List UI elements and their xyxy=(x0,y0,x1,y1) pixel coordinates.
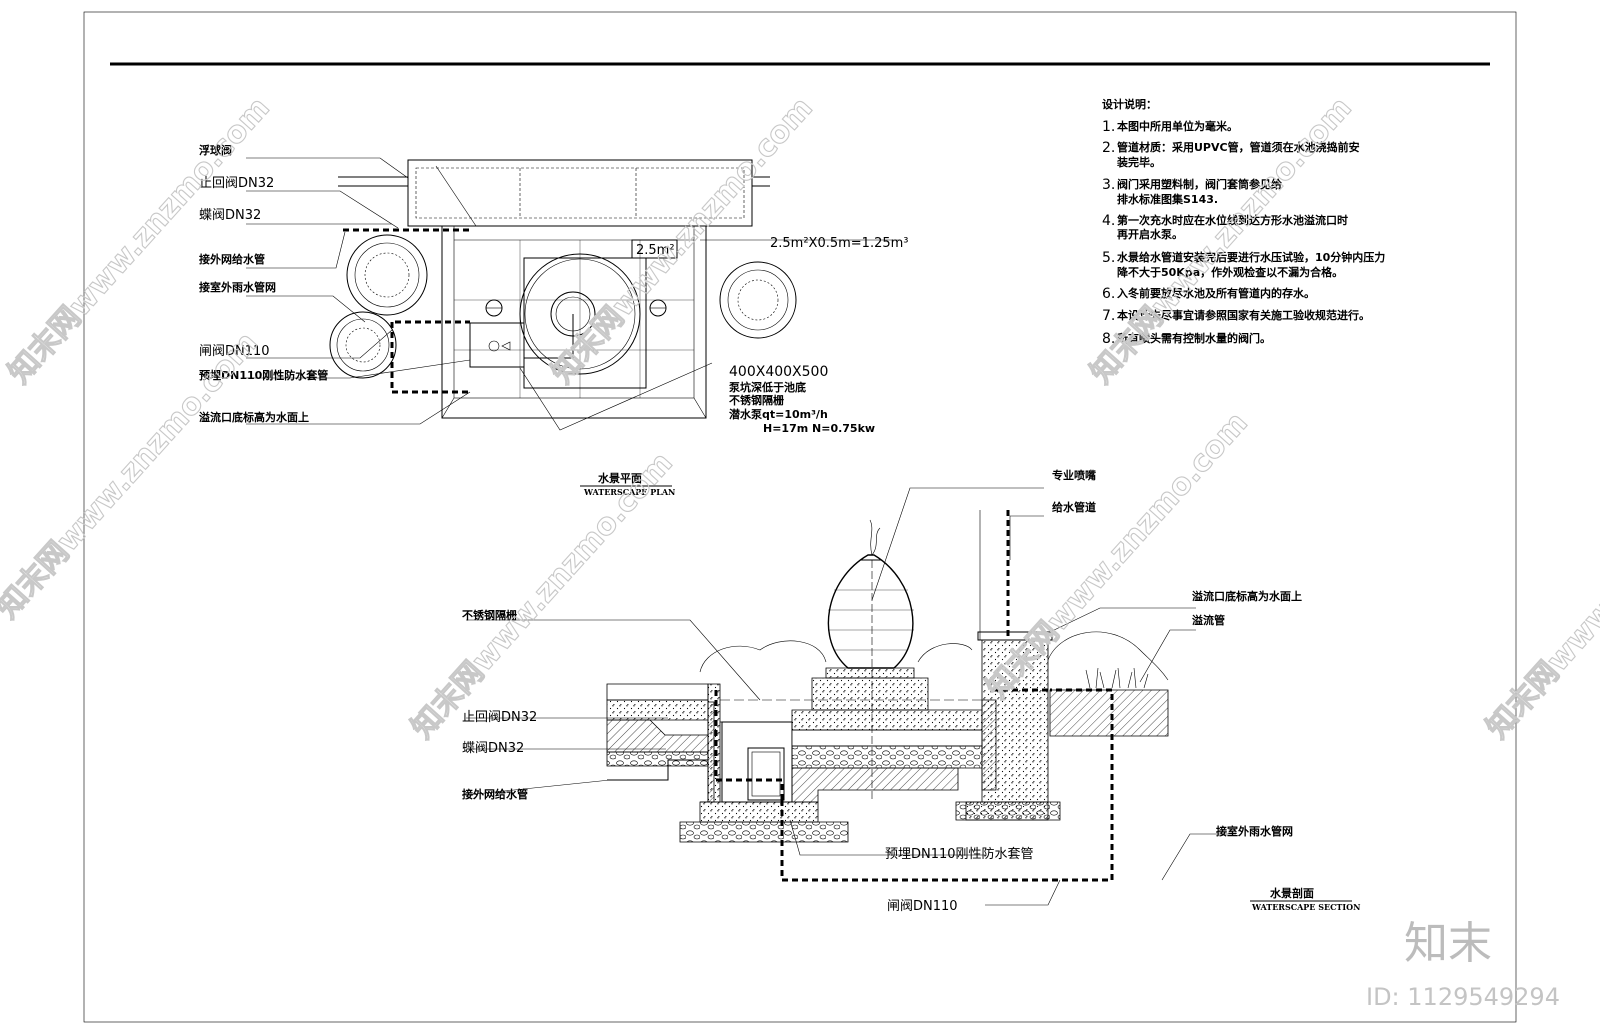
sec-label-supply-pipe: 给水管道 xyxy=(1052,500,1096,514)
sec-label-grille: 不锈钢隔栅 xyxy=(462,608,517,622)
section-title: 水景剖面 xyxy=(1270,886,1314,900)
note-2-line-1: 管道材质：采用UPVC管，管道须在水池浇捣前安 xyxy=(1117,140,1360,154)
watermark-id: ID: 1129549294 xyxy=(1366,983,1560,1011)
label-pit-note1: 泵坑深低于池底 xyxy=(729,380,806,394)
label-pump: 潜水泵qt=10m³/h xyxy=(729,407,828,421)
note-1-line-1: 本图中所用单位为毫米。 xyxy=(1117,119,1238,133)
sec-label-nozzle: 专业喷嘴 xyxy=(1052,468,1096,482)
label-area: 2.5m² xyxy=(636,243,675,258)
sec-label-butterfly-valve: 蝶阀DN32 xyxy=(462,741,524,756)
waterscape-section: 专业喷嘴 给水管道 溢流口底标高为水面上 溢流管 不锈钢隔栅 止回阀DN32 蝶… xyxy=(462,468,1360,914)
note-4-num: 4. xyxy=(1102,213,1115,229)
label-float-valve: 浮球阀 xyxy=(199,143,232,157)
planter-pot-3 xyxy=(719,261,797,339)
watermark-text-7: 知末网www.znzmo.com xyxy=(1480,446,1600,746)
drawing-frame xyxy=(83,11,1517,1023)
section-subtitle: WATERSCAPE SECTION xyxy=(1251,902,1360,912)
watermark-text-6: 知末网www.znzmo.com xyxy=(980,406,1255,706)
plan-title: 水景平面 xyxy=(598,471,642,485)
label-pump-spec: H=17m N=0.75kw xyxy=(763,422,875,435)
sec-label-check-valve: 止回阀DN32 xyxy=(462,710,537,725)
planter-pot-2 xyxy=(329,311,397,379)
note-4-line-1: 第一次充水时应在水位线到达方形水池溢流口时 xyxy=(1117,213,1348,227)
plan-subtitle: WATERSCAPE PLAN xyxy=(583,487,675,497)
note-1-num: 1. xyxy=(1102,119,1115,135)
note-7-num: 7. xyxy=(1102,308,1115,324)
note-2-line-2: 装完毕。 xyxy=(1116,155,1161,169)
sec-label-ext-supply: 接外网给水管 xyxy=(462,787,528,801)
sec-label-sleeve: 预埋DN110刚性防水套管 xyxy=(885,846,1034,862)
label-gate-valve: 闸阀DN110 xyxy=(199,344,270,359)
label-butterfly-valve: 蝶阀DN32 xyxy=(199,208,261,223)
note-4-line-2: 再开启水泵。 xyxy=(1117,227,1183,241)
note-3-line-1: 阀门采用塑料制，阀门套筒参见给 xyxy=(1117,177,1282,191)
label-ext-drain: 接室外雨水管网 xyxy=(199,280,276,294)
note-3-num: 3. xyxy=(1102,177,1115,193)
label-overflow: 溢流口底标高为水面上 xyxy=(199,410,309,424)
note-6-num: 6. xyxy=(1102,286,1115,302)
notes-heading: 设计说明： xyxy=(1102,97,1157,111)
note-2-num: 2. xyxy=(1102,140,1115,156)
watermark-layer: 知末网www.znzmo.com 知末网www.znzmo.com 知末网www… xyxy=(0,90,1600,1011)
waterscape-plan: 浮球阀 止回阀DN32 蝶阀DN32 接外网给水管 接室外雨水管网 闸阀DN11… xyxy=(199,143,909,497)
label-check-valve: 止回阀DN32 xyxy=(199,176,274,191)
design-notes: 设计说明： 1. 本图中所用单位为毫米。 2. 管道材质：采用UPVC管，管道须… xyxy=(1102,97,1385,347)
label-sleeve: 预埋DN110刚性防水套管 xyxy=(199,368,328,382)
sec-label-overflow: 溢流口底标高为水面上 xyxy=(1192,589,1302,603)
sec-label-overflow-pipe: 溢流管 xyxy=(1192,613,1225,627)
note-8-num: 8. xyxy=(1102,331,1115,347)
label-pit-size: 400X400X500 xyxy=(729,364,828,380)
label-volume: 2.5m²X0.5m=1.25m³ xyxy=(770,236,909,251)
note-3-line-2: 排水标准图集S143. xyxy=(1117,192,1218,206)
note-8-line-1: 所有喷头需有控制水量的阀门。 xyxy=(1117,331,1271,345)
label-ext-supply: 接外网给水管 xyxy=(199,252,265,266)
watermark-brand: 知末 xyxy=(1404,918,1492,969)
note-6-line-1: 入冬前要放尽水池及所有管道内的存水。 xyxy=(1117,286,1315,300)
sec-label-gate-valve: 闸阀DN110 xyxy=(887,899,958,914)
note-7-line-1: 本设计未尽事宜请参照国家有关施工验收规范进行。 xyxy=(1117,308,1370,322)
note-5-line-2: 降不大于50Kpa，作外观检查以不漏为合格。 xyxy=(1117,265,1343,279)
note-5-num: 5. xyxy=(1102,250,1115,266)
label-pit-note2: 不锈钢隔栅 xyxy=(729,393,784,407)
sec-label-ext-drain: 接室外雨水管网 xyxy=(1216,824,1293,838)
note-5-line-1: 水景给水管道安装完后要进行水压试验，10分钟内压力 xyxy=(1117,250,1385,264)
planter-pot-1 xyxy=(346,234,428,316)
